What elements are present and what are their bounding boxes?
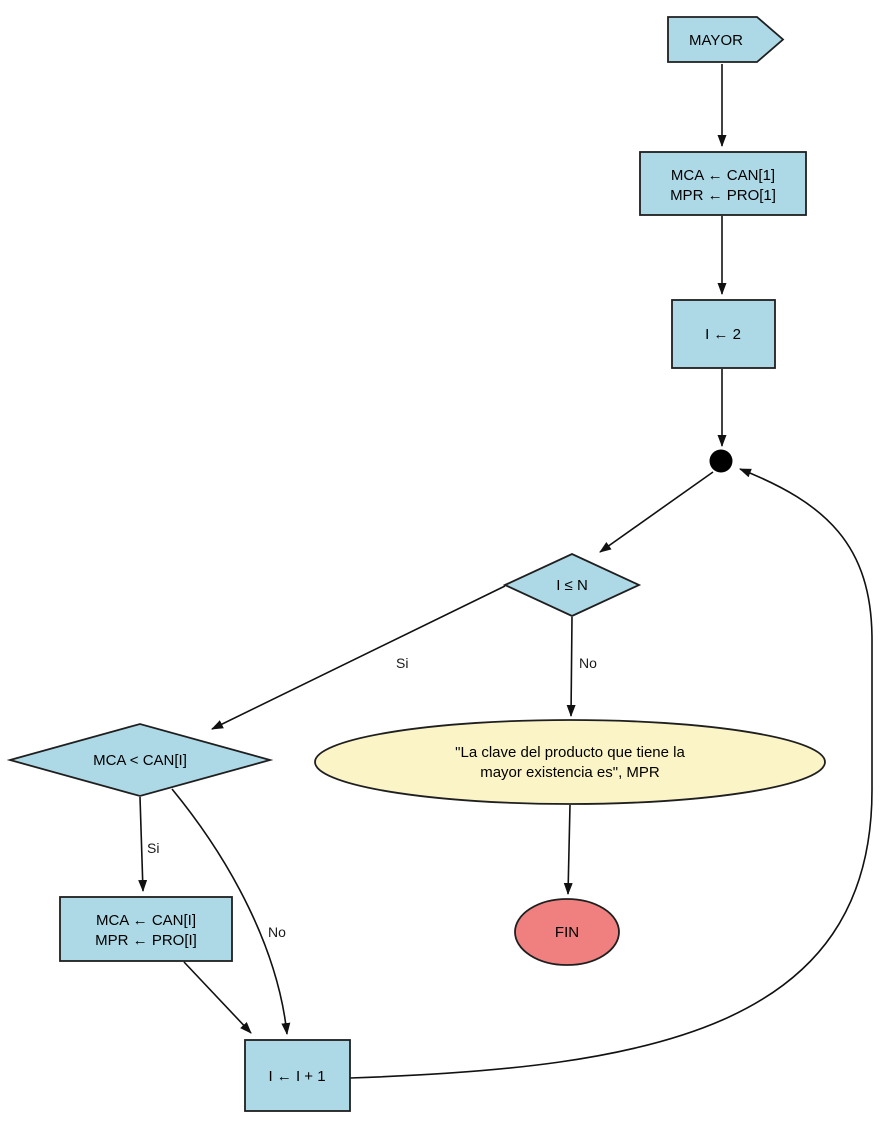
edge-label-loop-no: No — [579, 655, 597, 671]
init-label-line1: MCA ← CAN[1] — [671, 167, 775, 184]
loop-condition-shape — [502, 553, 642, 617]
set-index-node: I ← 2 — [671, 299, 776, 369]
end-label: FIN — [555, 924, 579, 941]
edge-junction-to-loop-condition — [599, 471, 714, 553]
output-node: "La clave del producto que tiene la mayo… — [314, 719, 826, 805]
edge-label-compare-no: No — [268, 924, 286, 940]
start-node: MAYOR — [667, 16, 785, 63]
loop-condition-node: I ≤ N — [502, 553, 642, 617]
update-max-label-line1: MCA ← CAN[I] — [96, 912, 196, 929]
update-max-shape — [59, 896, 233, 962]
edge-compare-no-to-increment — [171, 788, 291, 1035]
set-index-shape — [671, 299, 776, 369]
edge-label-compare-si: Si — [147, 840, 159, 856]
init-label-line2: MPR ← PRO[1] — [670, 187, 776, 204]
edges — [138, 64, 873, 1079]
edge-labels: Si No Si No — [147, 655, 597, 940]
set-index-label: I ← 2 — [705, 326, 741, 343]
increment-node: I ← I + 1 — [244, 1039, 351, 1112]
update-max-node: MCA ← CAN[I] MPR ← PRO[I] — [59, 896, 233, 962]
edge-loop-si-to-compare — [211, 585, 506, 730]
init-node: MCA ← CAN[1] MPR ← PRO[1] — [639, 151, 807, 216]
start-shape — [667, 16, 785, 63]
output-label-line1: "La clave del producto que tiene la — [455, 744, 685, 761]
compare-condition-shape — [6, 723, 274, 797]
edge-output-to-end — [563, 804, 573, 895]
edge-compare-si-to-update — [138, 796, 148, 892]
start-label: MAYOR — [689, 32, 743, 49]
output-label-line2: mayor existencia es", MPR — [480, 764, 660, 781]
output-shape — [314, 719, 826, 805]
loop-condition-label: I ≤ N — [556, 577, 588, 594]
increment-shape — [244, 1039, 351, 1112]
update-max-label-line2: MPR ← PRO[I] — [95, 932, 197, 949]
edge-increment-loop-back-to-junction — [349, 468, 873, 1079]
end-node: FIN — [514, 898, 620, 966]
end-shape — [514, 898, 620, 966]
compare-condition-node: MCA < CAN[I] — [6, 723, 274, 797]
edge-label-loop-si: Si — [396, 655, 408, 671]
compare-condition-label: MCA < CAN[I] — [93, 752, 187, 769]
edge-loop-no-to-output — [566, 616, 576, 717]
edge-update-to-increment — [183, 961, 252, 1034]
junction-dot — [709, 449, 733, 473]
increment-label: I ← I + 1 — [268, 1068, 325, 1085]
init-shape — [639, 151, 807, 216]
